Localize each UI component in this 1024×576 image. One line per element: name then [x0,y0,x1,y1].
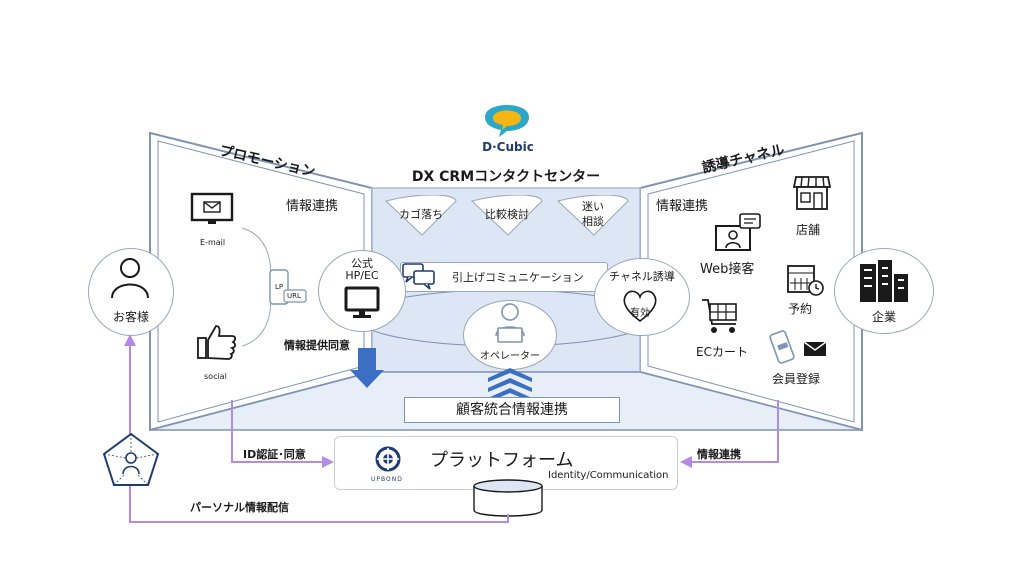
id-consent-label: ID認証･同意 [243,448,306,461]
personal-delivery-label: パーソナル情報配信 [190,501,289,514]
email-label: E-mail [200,238,226,247]
database-icon [473,479,543,517]
email-monitor-icon [190,192,234,224]
member-register-label: 会員登録 [772,372,821,386]
consent-label: 情報提供同意 [284,339,350,352]
channel-guide-label: チャネル誘導 [609,270,675,283]
thumbs-up-icon [197,325,237,360]
member-register-icon [769,330,827,364]
platform-name: プラットフォーム [430,450,574,471]
customer-label: お客様 [112,310,149,324]
official-label: 公式 [351,257,373,270]
platform-sub: Identity/Communication [548,470,669,481]
up-chevrons [488,368,532,402]
calendar-icon [787,265,824,296]
chat-icon [402,263,435,290]
official-hp-ec-label: HP/EC [345,269,379,282]
operator-icon [495,303,525,343]
buildings-icon [860,260,908,302]
store-label: 店舗 [796,223,821,237]
bubble-hesitation: 迷い 相談 [582,200,604,228]
cart-icon [702,299,737,333]
promotion-info-link: 情報連携 [286,199,339,214]
down-arrow [350,348,384,388]
lp-phone-icon [269,269,307,305]
store-icon [792,176,832,210]
brand-name: D·Cubic [482,140,534,154]
bubble-cart-abandon: カゴ落ち [399,208,443,221]
upbond-logo-text: UPBOND [371,476,403,483]
heart-icon [623,290,657,323]
d-cubic-logo [485,105,529,137]
web-service-label: Web接客 [700,262,755,277]
integration-box: 顧客統合情報連携 [404,397,620,423]
channel-info-link: 情報連携 [656,199,709,214]
channel-guide-badge: 有効 [630,308,650,319]
bubble-compare: 比較検討 [485,208,529,221]
topic-bubbles [384,195,629,236]
center-title: DX CRMコンタクトセンター [411,169,601,185]
monitor-icon [344,286,380,318]
operator-label: オペレーター [480,351,540,362]
reserve-label: 予約 [788,302,813,316]
url-label: URL [287,292,301,300]
customer-person-icon [111,258,149,299]
web-service-icon [715,213,761,251]
company-label: 企業 [871,310,896,324]
lp-label: LP [275,283,284,291]
upbond-logo [375,446,401,472]
comm-bar-label: 引上げコミュニケーション [452,271,584,284]
cart-label: ECカート [696,345,748,359]
social-label: social [204,372,227,381]
info-link-label: 情報連携 [697,448,741,461]
network-pentagon-icon [102,432,160,486]
